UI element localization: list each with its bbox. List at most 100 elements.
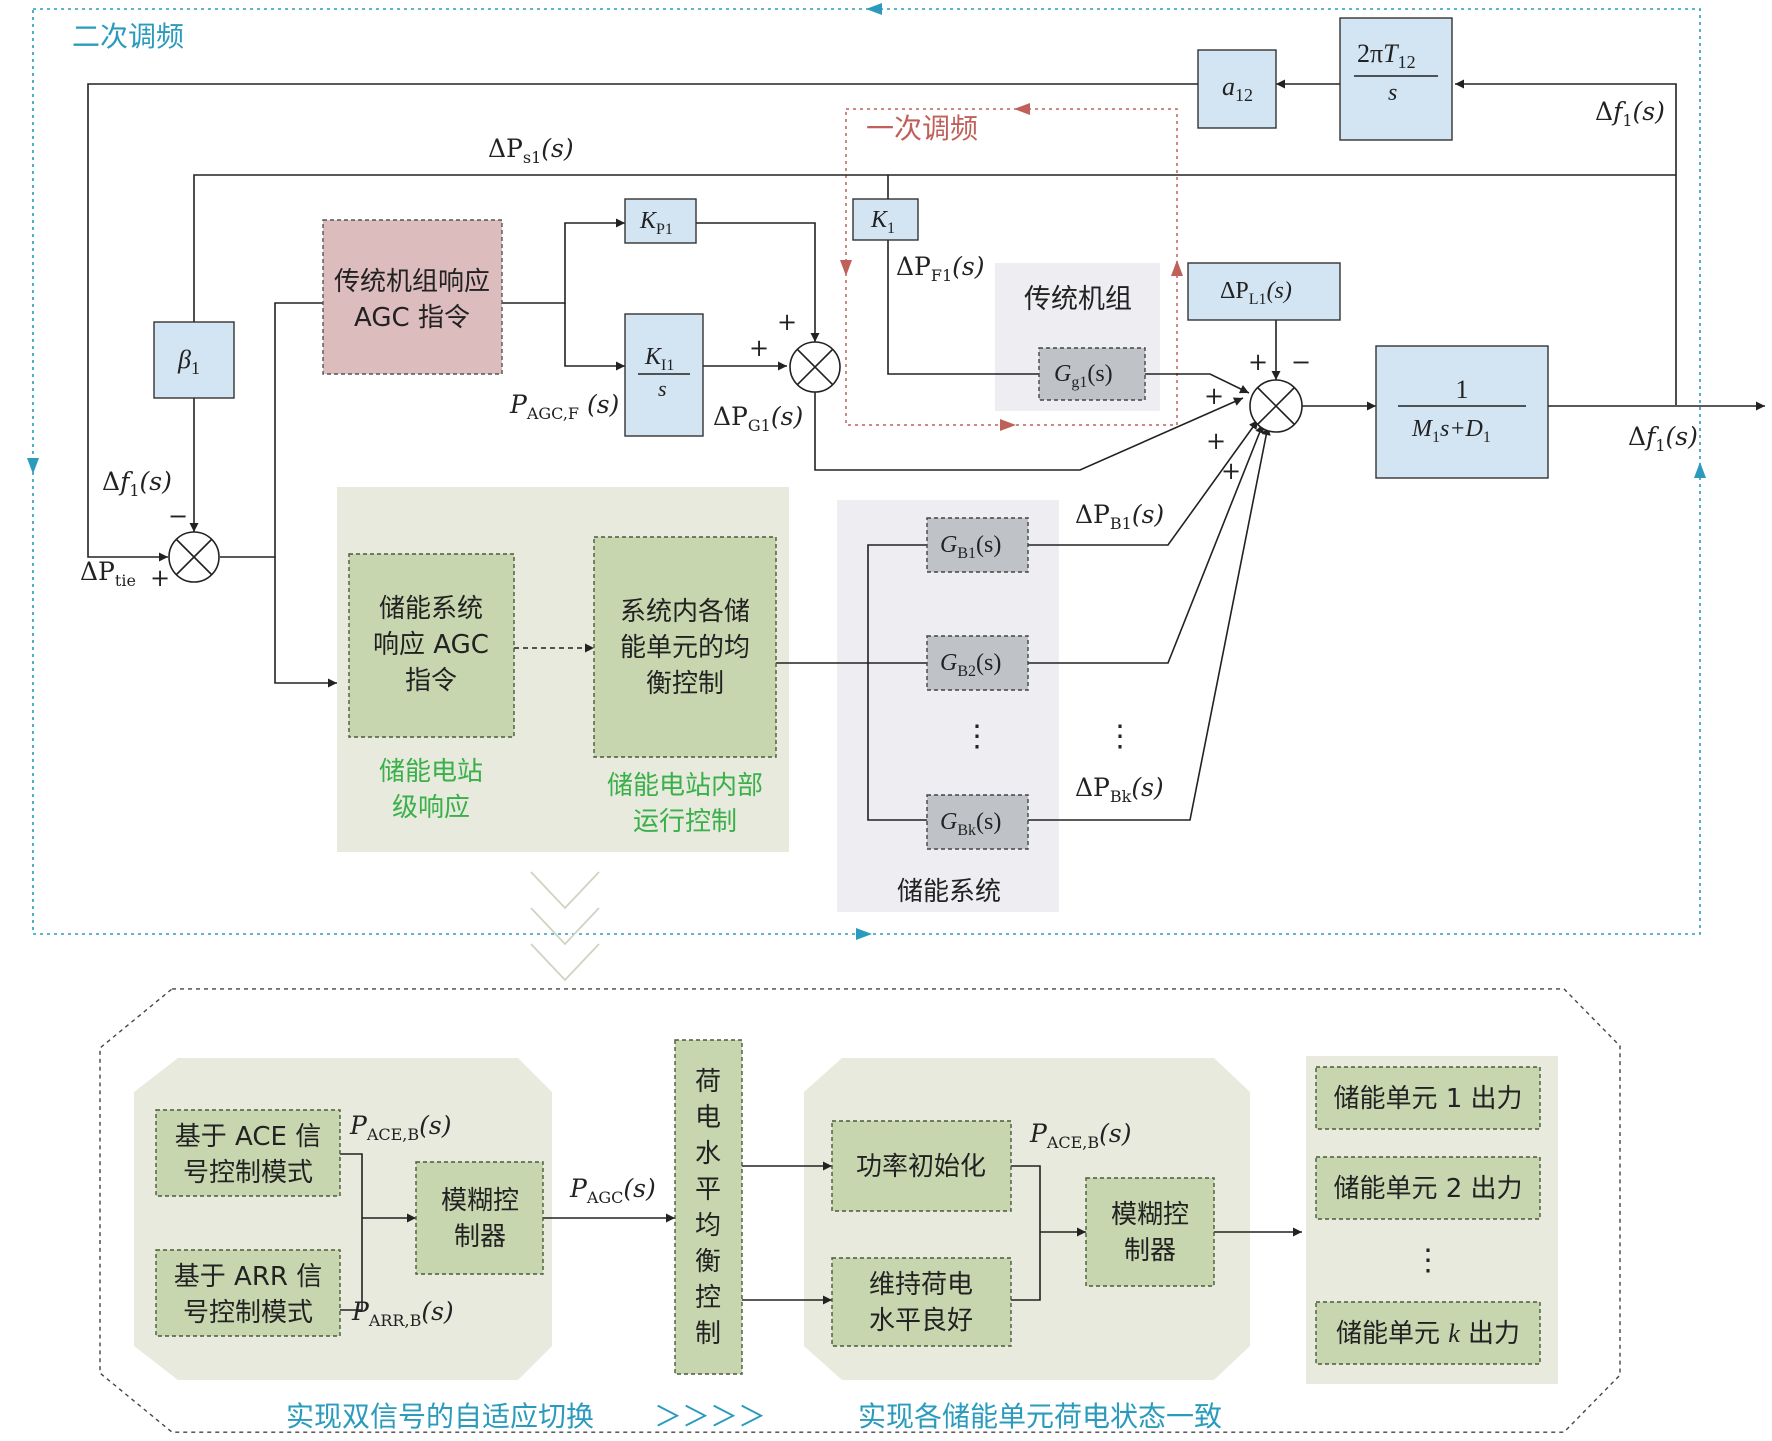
kp1-block: KP1	[624, 198, 697, 244]
svg-text:KP1: KP1	[639, 208, 673, 238]
unit-ellipsis: ⋮	[1413, 1244, 1443, 1277]
bottom-wires	[340, 1153, 1302, 1311]
svg-text:储能单元 2 出力: 储能单元 2 出力	[1333, 1174, 1522, 1204]
arr-mode-block: 基于 ARR 信 号控制模式	[155, 1249, 341, 1337]
tie-sum-junction	[168, 531, 220, 583]
svg-text:GB2(s): GB2(s)	[940, 650, 1001, 680]
svg-text:2πT12: 2πT12	[1357, 39, 1416, 72]
dpg1-label: ΔPG1(s)	[713, 402, 803, 435]
caption-soc-consistency: 实现各储能单元荷电状态一致	[858, 1400, 1222, 1433]
sign-plus: +	[1221, 457, 1241, 485]
gg1-block: Gg1(s)	[1038, 347, 1146, 401]
svg-text:水: 水	[695, 1139, 721, 1169]
svg-text:β1: β1	[177, 345, 200, 378]
svg-text:荷: 荷	[695, 1067, 721, 1097]
maintain-soc-block: 维持荷电 水平良好	[831, 1257, 1012, 1347]
svg-text:模糊控: 模糊控	[1111, 1200, 1189, 1230]
station-level-caption-1: 储能电站	[379, 757, 483, 787]
svg-text:制器: 制器	[454, 1222, 506, 1252]
gb2-block: GB2(s)	[926, 635, 1029, 691]
tie-line-integrator-block: 2πT12 s	[1339, 17, 1453, 141]
power-system-plant-block: 1 M1s+D1	[1375, 345, 1549, 479]
svg-text:均: 均	[695, 1211, 721, 1241]
svg-text:控: 控	[695, 1283, 721, 1313]
ace-mode-block: 基于 ACE 信 号控制模式	[155, 1109, 341, 1197]
caption-dual-signal: 实现双信号的自适应切换	[286, 1400, 594, 1433]
ki1-block: KI1 s	[624, 313, 704, 437]
dpb-ellipsis: ⋮	[1105, 720, 1135, 753]
svg-text:ΔPL1(s): ΔPL1(s)	[1220, 278, 1292, 308]
p-arr-b-label: PARR,B(s)	[351, 1297, 454, 1330]
svg-text:a12: a12	[1222, 72, 1253, 105]
svg-text:储能单元 k 出力: 储能单元 k 出力	[1336, 1319, 1520, 1349]
sign-minus: −	[168, 502, 188, 530]
svg-text:KI1: KI1	[644, 344, 674, 374]
svg-text:号控制模式: 号控制模式	[183, 1298, 313, 1328]
secondary-regulation-loop	[27, 3, 1706, 940]
gb-ellipsis: ⋮	[962, 720, 992, 753]
unit2-output-block: 储能单元 2 出力	[1315, 1156, 1541, 1220]
svg-text:维持荷电: 维持荷电	[869, 1270, 973, 1300]
gb1-block: GB1(s)	[926, 517, 1029, 573]
ess-agc-response-block: 储能系统 响应 AGC 指令	[348, 553, 515, 738]
power-balance-sum-junction	[1249, 379, 1303, 433]
dpb1-label: ΔPB1(s)	[1075, 500, 1164, 533]
traditional-agc-block: 传统机组响应 AGC 指令	[322, 219, 503, 375]
svg-text:AGC 指令: AGC 指令	[354, 303, 470, 333]
df1-output-label: Δf1(s)	[1628, 422, 1698, 455]
svg-text:号控制模式: 号控制模式	[183, 1158, 313, 1188]
svg-text:K1: K1	[870, 207, 895, 237]
sign-plus: +	[749, 334, 769, 362]
soc-balance-control-block: 荷 电 水 平 均 衡 控 制	[674, 1039, 743, 1375]
svg-text:制器: 制器	[1124, 1236, 1176, 1266]
station-level-caption-2: 级响应	[392, 793, 470, 823]
svg-text:M1s+D1: M1s+D1	[1411, 416, 1491, 446]
wires	[87, 79, 1765, 821]
sign-minus: −	[1291, 348, 1311, 376]
traditional-unit-title: 传统机组	[1024, 284, 1132, 315]
caption-arrows: ＞＞＞＞	[654, 1400, 766, 1433]
down-chevrons	[530, 871, 600, 982]
df1-left-label: Δf1(s)	[102, 467, 172, 500]
sign-plus: +	[1206, 427, 1226, 455]
bottom-dotted-frame	[99, 988, 1621, 1433]
svg-text:GBk(s): GBk(s)	[940, 809, 1001, 839]
controller-sum-junction	[789, 341, 841, 393]
fuzzy-controller-1: 模糊控 制器	[415, 1161, 544, 1275]
gbk-block: GBk(s)	[926, 794, 1029, 850]
svg-text:1: 1	[1456, 375, 1469, 404]
svg-text:储能单元 1 出力: 储能单元 1 出力	[1333, 1084, 1522, 1114]
svg-text:s: s	[1388, 80, 1397, 106]
sign-plus: +	[1204, 382, 1224, 410]
svg-text:基于 ARR 信: 基于 ARR 信	[174, 1262, 322, 1292]
junction-signs: − + + + + − + + +	[150, 308, 1311, 592]
k1-block: K1	[852, 198, 919, 241]
secondary-regulation-label: 二次调频	[72, 20, 184, 53]
p-ace-b-label-1: PACE,B(s)	[349, 1111, 452, 1144]
svg-text:储能系统: 储能系统	[379, 594, 483, 624]
svg-text:基于 ACE 信: 基于 ACE 信	[175, 1122, 321, 1152]
pagcf-label: PAGC,F (s)	[509, 390, 619, 423]
unit1-output-block: 储能单元 1 出力	[1315, 1066, 1541, 1130]
primary-regulation-label: 一次调频	[866, 112, 978, 145]
svg-text:衡: 衡	[695, 1247, 721, 1277]
internal-control-caption-1: 储能电站内部	[607, 771, 763, 801]
svg-text:制: 制	[695, 1319, 721, 1349]
svg-text:响应 AGC: 响应 AGC	[373, 630, 489, 660]
p-agc-label: PAGC(s)	[569, 1174, 656, 1207]
svg-text:指令: 指令	[405, 666, 457, 696]
svg-text:衡控制: 衡控制	[646, 669, 724, 699]
beta1-block: β1	[153, 321, 235, 399]
svg-text:系统内各储: 系统内各储	[620, 597, 750, 627]
df1-top-label: Δf1(s)	[1595, 97, 1665, 130]
svg-text:s: s	[658, 376, 667, 401]
svg-text:水平良好: 水平良好	[869, 1306, 973, 1336]
svg-text:功率初始化: 功率初始化	[856, 1152, 986, 1182]
svg-text:电: 电	[695, 1103, 721, 1133]
ess-balance-control-block: 系统内各储 能单元的均 衡控制	[593, 536, 777, 758]
signal-labels: Δf1(s) Δf1(s) Δf1(s) ΔPs1(s) ΔPF1(s) PAG…	[80, 97, 1698, 806]
dps1-label: ΔPs1(s)	[488, 134, 574, 167]
a12-block: a12	[1197, 49, 1277, 129]
dpbk-label: ΔPBk(s)	[1075, 773, 1164, 806]
